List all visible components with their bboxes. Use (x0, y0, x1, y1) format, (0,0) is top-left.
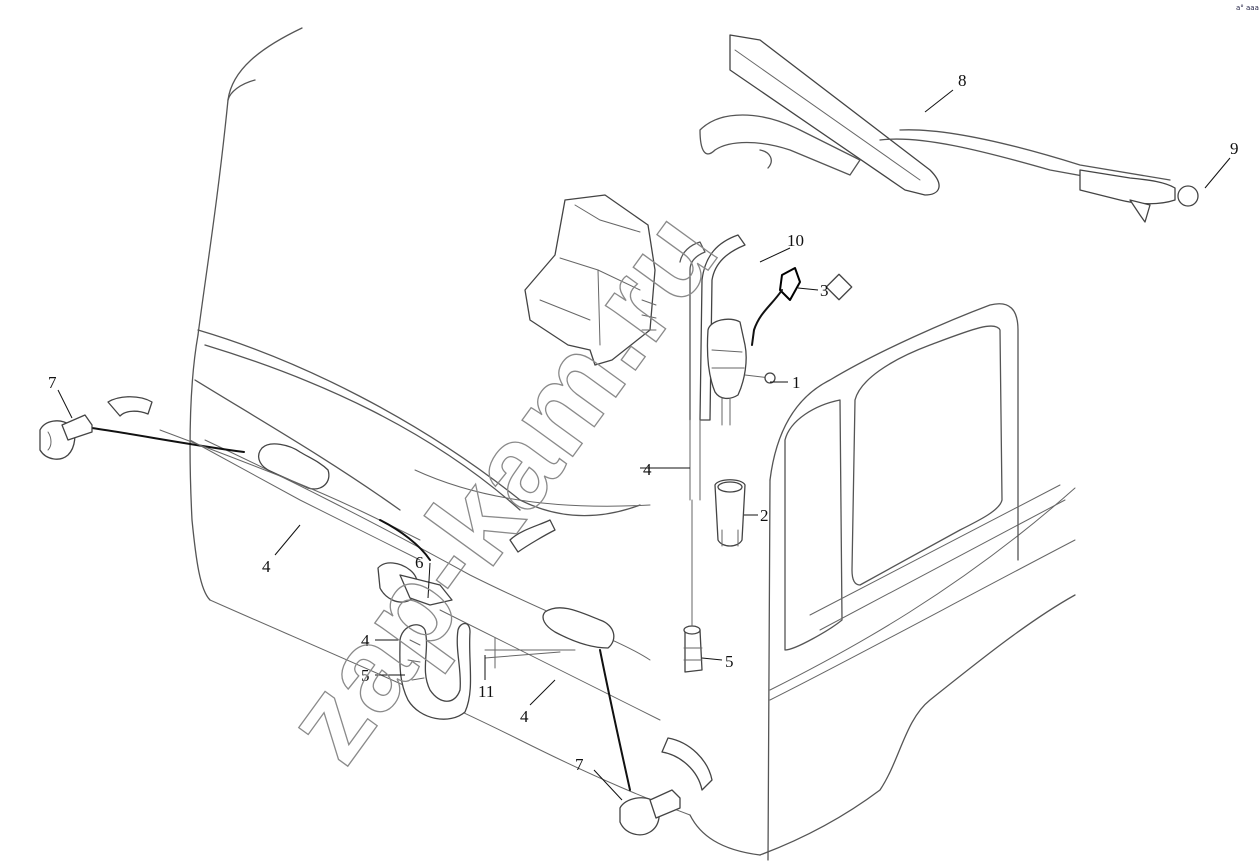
washer-pump-1 (706, 318, 776, 426)
callout-9: 9 (1230, 139, 1239, 158)
callout-10: 10 (787, 231, 804, 250)
washer-jet-left-7 (39, 414, 93, 460)
corner-mark: a° aaa (1236, 4, 1259, 12)
callout-3: 3 (820, 281, 829, 300)
callout-4-left: 4 (262, 557, 271, 576)
callout-1: 1 (792, 373, 801, 392)
callout-8: 8 (958, 71, 967, 90)
callout-4-lower-left: 4 (361, 631, 370, 650)
leader-lines (57, 89, 1231, 801)
connector-3 (751, 267, 853, 346)
callout-5-right: 5 (725, 652, 734, 671)
lower-hoses (379, 519, 576, 720)
cab-outline (189, 27, 1076, 861)
callout-labels: 1 2 3 4 4 4 4 5 5 6 7 7 8 9 10 11 (48, 71, 1239, 774)
callout-7-left: 7 (48, 373, 57, 392)
callout-4-lower: 4 (520, 707, 529, 726)
hose-connector-5 (683, 499, 703, 673)
callout-11: 11 (478, 682, 494, 701)
wiper-assembly (699, 34, 1199, 223)
front-panel-details (91, 396, 713, 791)
callout-2: 2 (760, 506, 769, 525)
callout-7-right: 7 (575, 755, 584, 774)
callout-6: 6 (415, 553, 424, 572)
grommet-2 (714, 479, 746, 547)
watermark: zap-kam.ru (259, 188, 744, 786)
callout-4-upper-center: 4 (643, 460, 652, 479)
supply-hose-10 (679, 234, 746, 501)
washer-reservoir (524, 194, 657, 366)
callout-5-lower-left: 5 (361, 666, 370, 685)
washer-jet-right-7 (599, 649, 681, 836)
